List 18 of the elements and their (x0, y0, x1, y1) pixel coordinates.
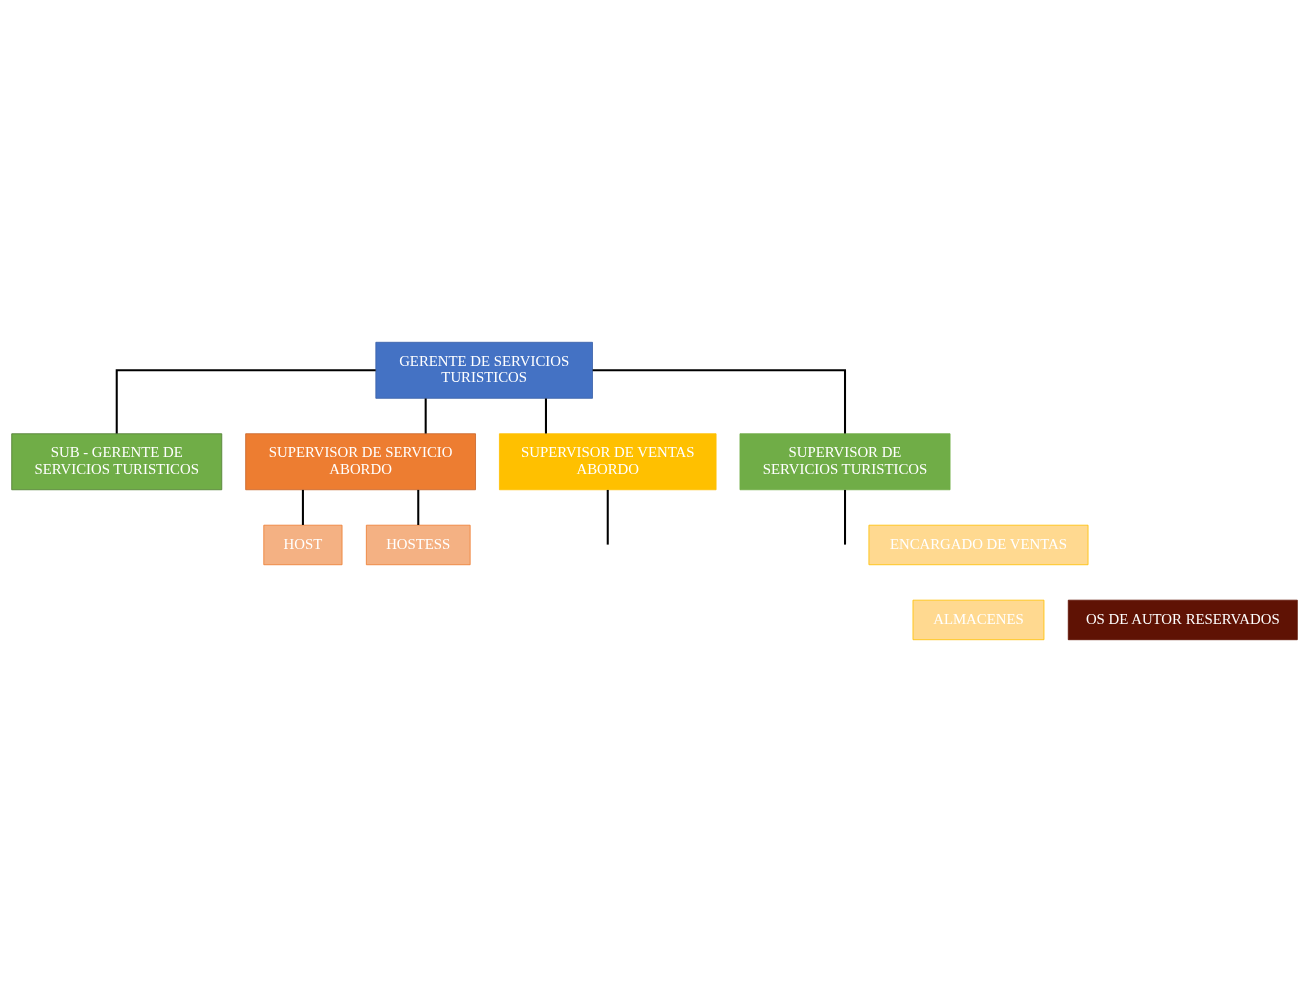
connector (606, 489, 609, 545)
connector (544, 398, 547, 434)
connector (417, 489, 420, 525)
node-box: SUPERVISOR DE SERVICIOS TURISTICOS (739, 433, 951, 491)
connector (844, 489, 847, 545)
node-box: HOSTESS (365, 524, 471, 566)
node-box: OS DE AUTOR RESERVADOS (1067, 599, 1298, 641)
node-box: SUB - GERENTE DE SERVICIOS TURISTICOS (11, 433, 223, 491)
node-box: SUPERVISOR DE VENTAS ABORDO (499, 433, 717, 491)
node-box: HOST (263, 524, 343, 566)
node-box: ENCARGADO DE VENTAS (868, 524, 1089, 566)
connector (424, 398, 427, 434)
node-box: ALMACENES (912, 599, 1045, 641)
connector (301, 489, 304, 525)
node-box: GERENTE DE SERVICIOS TURISTICOS (375, 341, 593, 399)
connector (592, 369, 847, 434)
connector (115, 369, 376, 434)
node-box: SUPERVISOR DE SERVICIO ABORDO (245, 433, 476, 491)
